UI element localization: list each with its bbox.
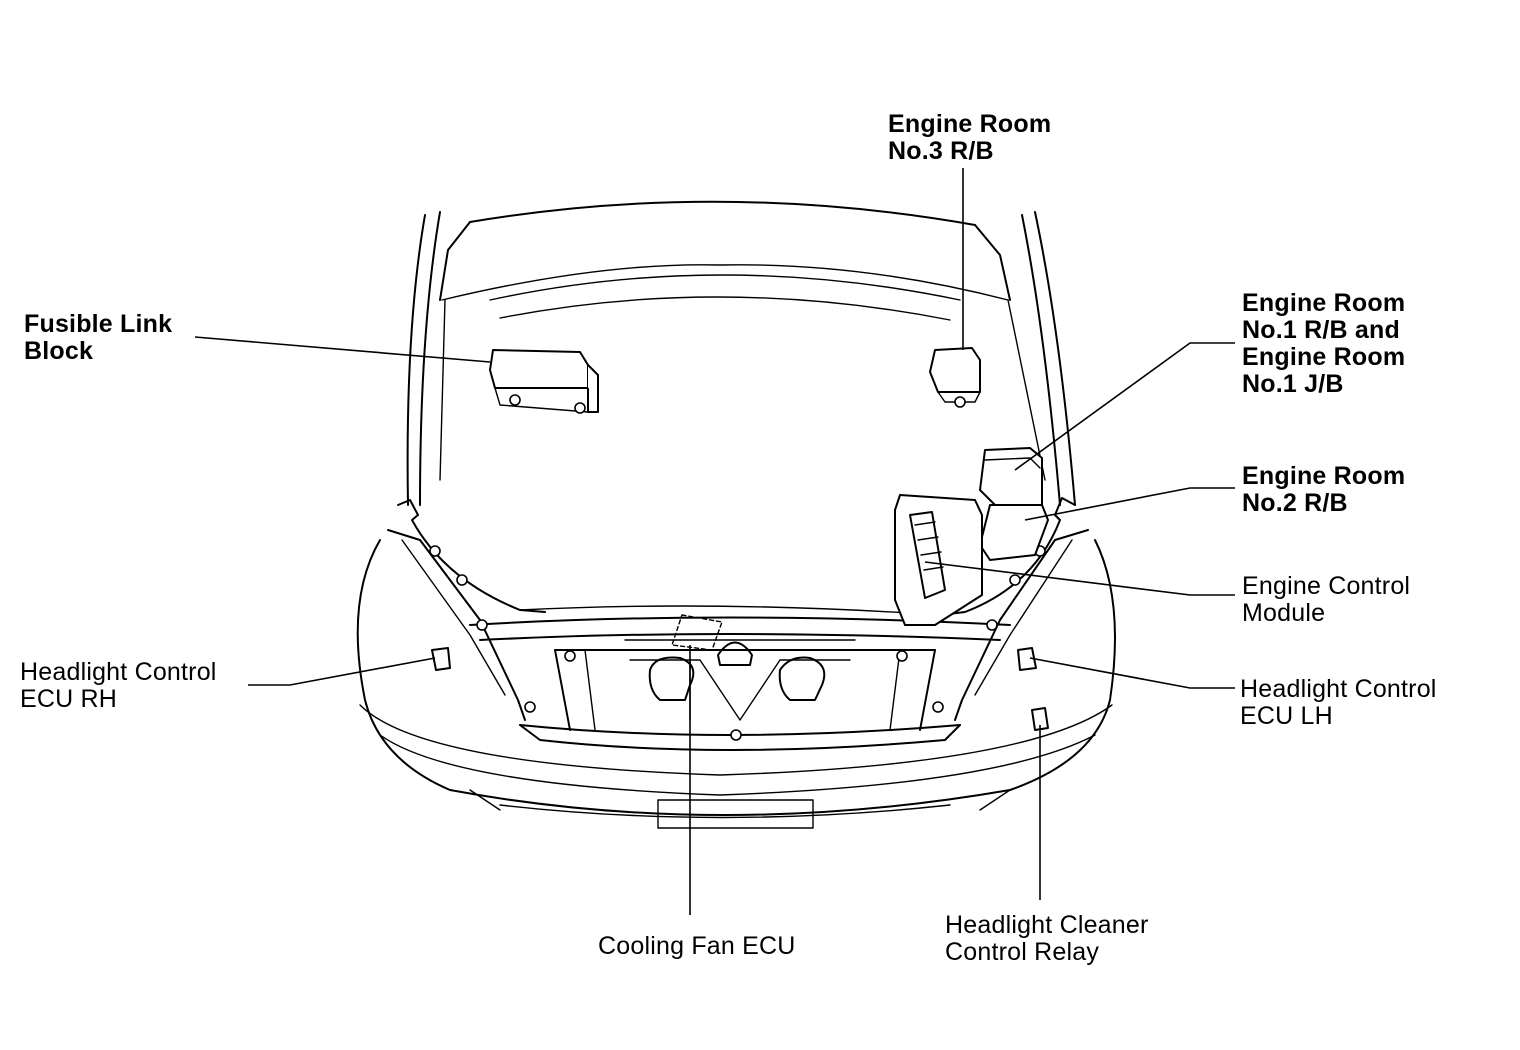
- label-line: No.1 J/B: [1242, 370, 1344, 398]
- headlight-control-ecu-lh-part: [1017, 647, 1037, 671]
- label-line: ECU LH: [1240, 702, 1333, 730]
- label-headlight-cleaner-control-relay: Headlight Cleaner Control Relay: [945, 912, 1149, 966]
- headlight-control-ecu-rh-part: [431, 647, 451, 671]
- label-engine-control-module: Engine Control Module: [1242, 573, 1410, 627]
- label-line: Engine Room: [1242, 343, 1406, 371]
- label-line: Headlight Cleaner: [945, 911, 1149, 939]
- label-line: Block: [24, 337, 94, 365]
- label-fusible-link-block: Fusible Link Block: [24, 311, 172, 365]
- label-line: Engine Room: [1242, 462, 1406, 490]
- label-engine-room-no2-rb: Engine Room No.2 R/B: [1242, 463, 1405, 517]
- label-line: ECU RH: [20, 685, 118, 713]
- front-bumper-outline: [356, 539, 1116, 829]
- label-headlight-control-ecu-lh: Headlight Control ECU LH: [1240, 676, 1437, 730]
- label-line: Engine Control: [1242, 572, 1411, 600]
- label-line: Cooling Fan ECU: [598, 932, 796, 960]
- label-line: Headlight Control: [20, 658, 217, 686]
- label-engine-room-no1-rb-jb: Engine Room No.1 R/B and Engine Room No.…: [1242, 290, 1405, 398]
- headlight-cleaner-relay-part: [1031, 707, 1049, 731]
- label-headlight-control-ecu-rh: Headlight Control ECU RH: [20, 659, 217, 713]
- label-line: Control Relay: [945, 938, 1100, 966]
- cooling-fan-ecu-part: [671, 614, 723, 651]
- label-line: Engine Room: [1242, 289, 1406, 317]
- fusible-link-block-part: [489, 349, 599, 414]
- leader-lines: [194, 168, 1235, 915]
- label-line: Module: [1242, 599, 1326, 627]
- label-engine-room-no3-rb: Engine Room No.3 R/B: [888, 111, 1051, 165]
- label-line: No.2 R/B: [1242, 489, 1348, 517]
- label-line: Headlight Control: [1240, 675, 1437, 703]
- engine-control-module-part: [894, 494, 983, 626]
- label-line: Engine Room: [888, 110, 1052, 138]
- label-cooling-fan-ecu: Cooling Fan ECU: [598, 933, 796, 960]
- hood-outline: [406, 200, 1076, 506]
- engine-room-no3-rb-part: [929, 347, 981, 408]
- label-line: Fusible Link: [24, 310, 173, 338]
- label-line: No.1 R/B and: [1242, 316, 1400, 344]
- label-line: No.3 R/B: [888, 137, 994, 165]
